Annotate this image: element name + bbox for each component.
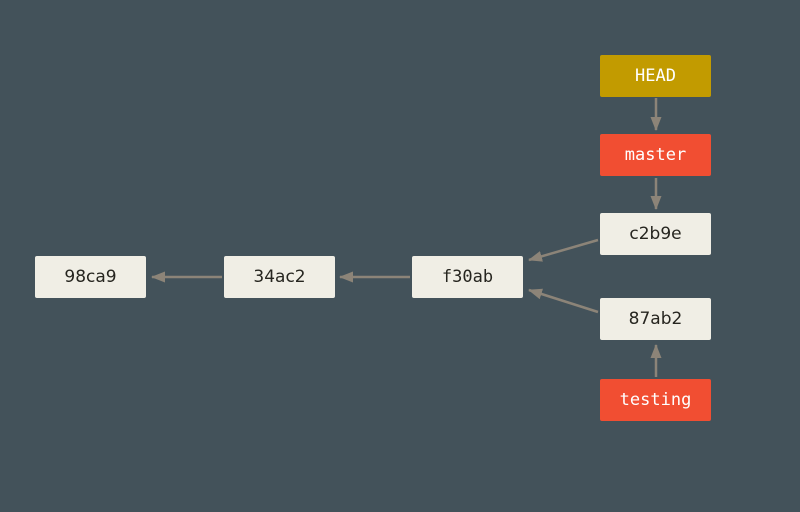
commit-c2b9e-box: c2b9e bbox=[600, 213, 711, 255]
edge-c2b9e-to-f30ab bbox=[528, 238, 599, 262]
head-label: HEAD bbox=[635, 65, 676, 86]
branch-testing-label: testing bbox=[619, 389, 692, 410]
branch-master-box: master bbox=[600, 134, 711, 176]
commit-34ac2-box: 34ac2 bbox=[224, 256, 335, 298]
commit-c2b9e-label: c2b9e bbox=[629, 223, 682, 244]
commit-98ca9-box: 98ca9 bbox=[35, 256, 146, 298]
commit-98ca9-label: 98ca9 bbox=[64, 266, 117, 287]
edge-87ab2-to-f30ab bbox=[528, 288, 599, 314]
commit-34ac2-label: 34ac2 bbox=[253, 266, 306, 287]
commit-87ab2-box: 87ab2 bbox=[600, 298, 711, 340]
commit-f30ab-label: f30ab bbox=[441, 266, 494, 287]
branch-testing-box: testing bbox=[600, 379, 711, 421]
commit-87ab2-label: 87ab2 bbox=[628, 308, 683, 329]
head-pointer-box: HEAD bbox=[600, 55, 711, 97]
branch-master-label: master bbox=[624, 144, 687, 165]
commit-f30ab-box: f30ab bbox=[412, 256, 523, 298]
